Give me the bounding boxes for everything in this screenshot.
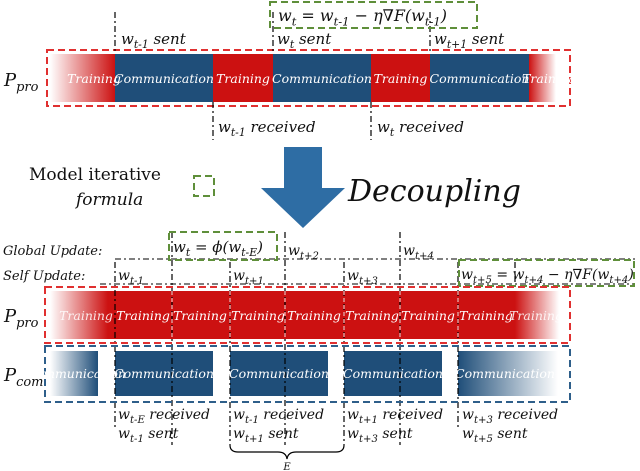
legend-text-line1: Model iterative: [29, 165, 161, 185]
com-communication-block: [50, 351, 98, 396]
com-communication-block: [115, 351, 213, 396]
top-communication-label: Communication: [114, 71, 214, 86]
com-communication-label: Communication: [229, 366, 329, 381]
bottom-received-label: wt+3​ received: [462, 407, 558, 426]
top-training-label: Training: [374, 71, 428, 86]
top-communication-block: [430, 54, 529, 102]
top-pro-label: Ppro​: [3, 70, 39, 95]
self-label: wt-1​: [118, 268, 144, 287]
com-communication-label: Communication: [343, 366, 443, 381]
bottom-sent-label: wt+1​ sent: [233, 426, 299, 445]
bottom-received-label: wt+1​ received: [347, 407, 443, 426]
pro-training-label: Training: [459, 308, 513, 323]
global-label: wt+4​: [403, 243, 434, 262]
top-sent-label: wt+1​ sent: [434, 30, 505, 51]
pro-training-label: Training: [173, 308, 227, 323]
top-received-label: wt-1​ received: [218, 118, 316, 139]
top-communication-label: Communication: [272, 71, 372, 86]
pro-training-label: Training: [509, 308, 563, 323]
top-training-label: Training: [216, 71, 270, 86]
top-communication-label: Communication: [430, 71, 530, 86]
top-formula-box: [269, 1, 478, 29]
global-formula-box: [168, 231, 278, 261]
global-update-label: Global Update:: [3, 244, 102, 259]
com-communication-block: [230, 351, 328, 396]
legend-green-box-icon: [193, 175, 215, 197]
bottom-received-label: wt-E​ received: [118, 407, 210, 426]
pro-training-block: [515, 291, 559, 339]
self-update-label: Self Update:: [3, 269, 85, 284]
bottom-received-label: wt-1​ received: [233, 407, 324, 426]
top-training-block: [529, 54, 556, 102]
top-training-block: [50, 54, 115, 102]
bottom-sent-label: wt+5​ sent: [462, 426, 528, 445]
pro-training-block: [108, 291, 515, 339]
down-arrow-icon: [261, 147, 345, 228]
top-sent-label: wt-1​ sent: [121, 30, 187, 51]
com-communication-label: Communication: [114, 366, 214, 381]
pro-training-label: Training: [287, 308, 341, 323]
top-training-block: [213, 54, 273, 102]
legend-text-line2: formula: [74, 190, 143, 210]
top-training-label-faded: Training: [67, 71, 121, 86]
pro-training-label: Training: [345, 308, 399, 323]
top-training-label-faded: Training: [522, 71, 576, 86]
brace-label: E: [282, 462, 291, 471]
top-communication-block: [273, 54, 371, 102]
com-communication-label: Communication: [455, 366, 555, 381]
pro-training-label: Training: [59, 308, 113, 323]
bottom-pro-label: Ppro​: [3, 306, 39, 331]
top-sent-label: wt​ sent: [277, 30, 332, 51]
top-communication-block: [115, 54, 213, 102]
self-formula: wt+5​ = wt+4​ − η∇F(wt+4​): [461, 267, 634, 286]
global-formula: wt​ = ϕ(wt-E​): [173, 238, 263, 259]
pro-training-block: [50, 291, 108, 339]
pro-training-label: Training: [401, 308, 455, 323]
bottom-com-border: [44, 345, 571, 403]
top-pro-border: [46, 49, 571, 107]
self-label: wt+3​: [347, 268, 378, 287]
bottom-sent-label: wt+3​ sent: [347, 426, 413, 445]
bottom-pro-border: [44, 286, 571, 344]
decoupling-title: Decoupling: [347, 174, 521, 209]
top-formula: wt​ = wt-1​ − η∇F(wt-1​): [278, 6, 447, 28]
self-label: wt+1​: [233, 268, 264, 287]
bottom-com-label: Pcom​: [3, 365, 43, 390]
top-received-label: wt​ received: [377, 118, 464, 139]
com-communication-label: Communication: [26, 366, 126, 381]
pro-training-label: Training: [116, 308, 170, 323]
global-label: wt+2​: [288, 243, 319, 262]
bottom-sent-label: wt-1​ sent: [118, 426, 179, 445]
pro-training-label: Training: [231, 308, 285, 323]
com-communication-block: [458, 351, 558, 396]
top-training-block: [371, 54, 430, 102]
com-communication-block: [344, 351, 442, 396]
period-brace: [229, 444, 345, 460]
